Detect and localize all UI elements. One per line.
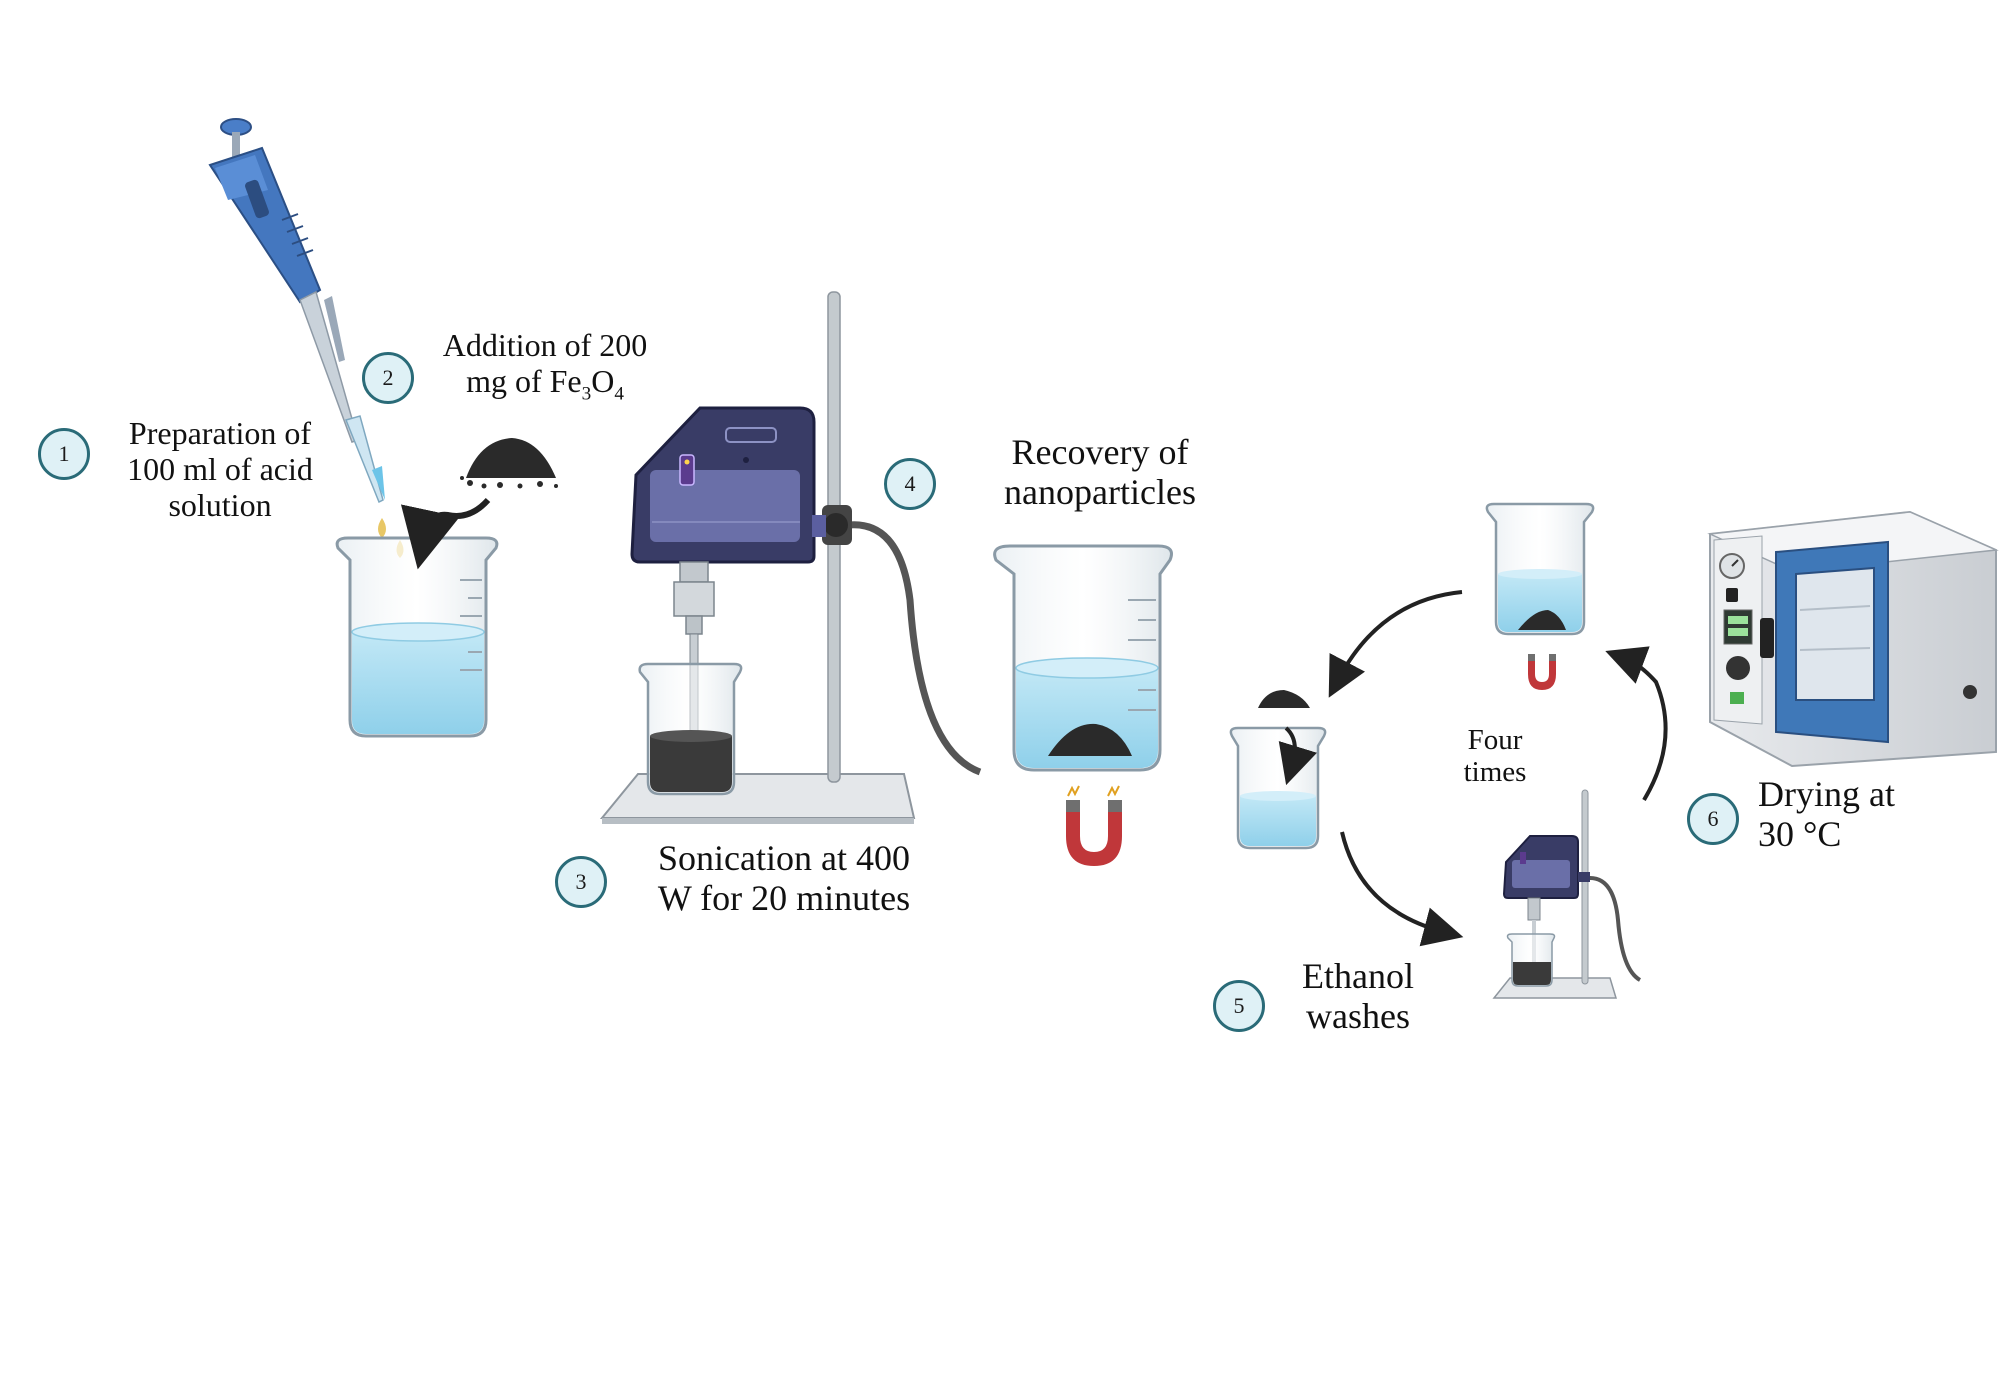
addition-arrow	[400, 497, 491, 570]
beaker-cycle-left	[1229, 726, 1327, 850]
cycle-arrow-top-left	[1328, 590, 1463, 698]
pipette	[208, 118, 385, 504]
magnet-small	[1528, 654, 1556, 690]
step-badge-5: 5	[1213, 980, 1265, 1032]
step-5-line-1: Ethanol	[1302, 956, 1414, 996]
beaker-acid	[335, 536, 499, 738]
cycle-note: Four times	[1440, 724, 1550, 789]
step-1-line-2: 100 ml of acid	[127, 450, 313, 487]
step-5-line-2: washes	[1306, 996, 1410, 1037]
magnet-large	[1066, 785, 1122, 866]
cycle-arrow-bottom	[1340, 831, 1464, 947]
step-1-line-1: Preparation of	[128, 415, 312, 451]
beaker-recovery	[993, 544, 1173, 772]
cycle-note-line-2: times	[1463, 756, 1527, 789]
step-badge-6: 6	[1687, 793, 1739, 845]
cycle-arrow-right	[1605, 646, 1668, 802]
step-4-line-2: nanoparticles	[1004, 472, 1196, 513]
step-label-1: Preparation of 100 ml of acid solution	[100, 415, 340, 523]
powder-small	[1258, 690, 1310, 708]
step-label-4: Recovery of nanoparticles	[960, 432, 1240, 513]
step-badge-4: 4	[884, 458, 936, 510]
step-badge-2: 2	[362, 352, 414, 404]
cycle-note-line-1: Four	[1467, 724, 1523, 756]
step-label-5: Ethanol washes	[1268, 956, 1448, 1037]
step-label-3: Sonication at 400 W for 20 minutes	[624, 838, 944, 919]
step-badge-1: 1	[38, 428, 90, 480]
step-label-2: Addition of 200 mg of Fe3O4	[420, 327, 670, 405]
sonicator-large	[599, 291, 982, 824]
step-6-line-2: 30 °C	[1758, 814, 1842, 855]
step-2-line-1: Addition of 200	[442, 327, 648, 363]
step-3-line-1: Sonication at 400	[658, 838, 910, 878]
step-label-6: Drying at 30 °C	[1758, 774, 1938, 855]
step-1-line-3: solution	[168, 486, 272, 523]
step-badge-3: 3	[555, 856, 607, 908]
step-2-line-2: mg of Fe3O4	[466, 362, 624, 405]
beaker-cycle-top	[1485, 502, 1595, 636]
fe3o4-powder-pile	[460, 438, 558, 489]
step-3-line-2: W for 20 minutes	[657, 878, 911, 919]
step-6-line-1: Drying at	[1758, 774, 1895, 814]
drying-oven	[1707, 510, 1999, 768]
sonicator-small	[1492, 789, 1642, 999]
step-4-line-1: Recovery of	[1011, 432, 1189, 472]
powder-drop-arrow	[1278, 726, 1317, 786]
